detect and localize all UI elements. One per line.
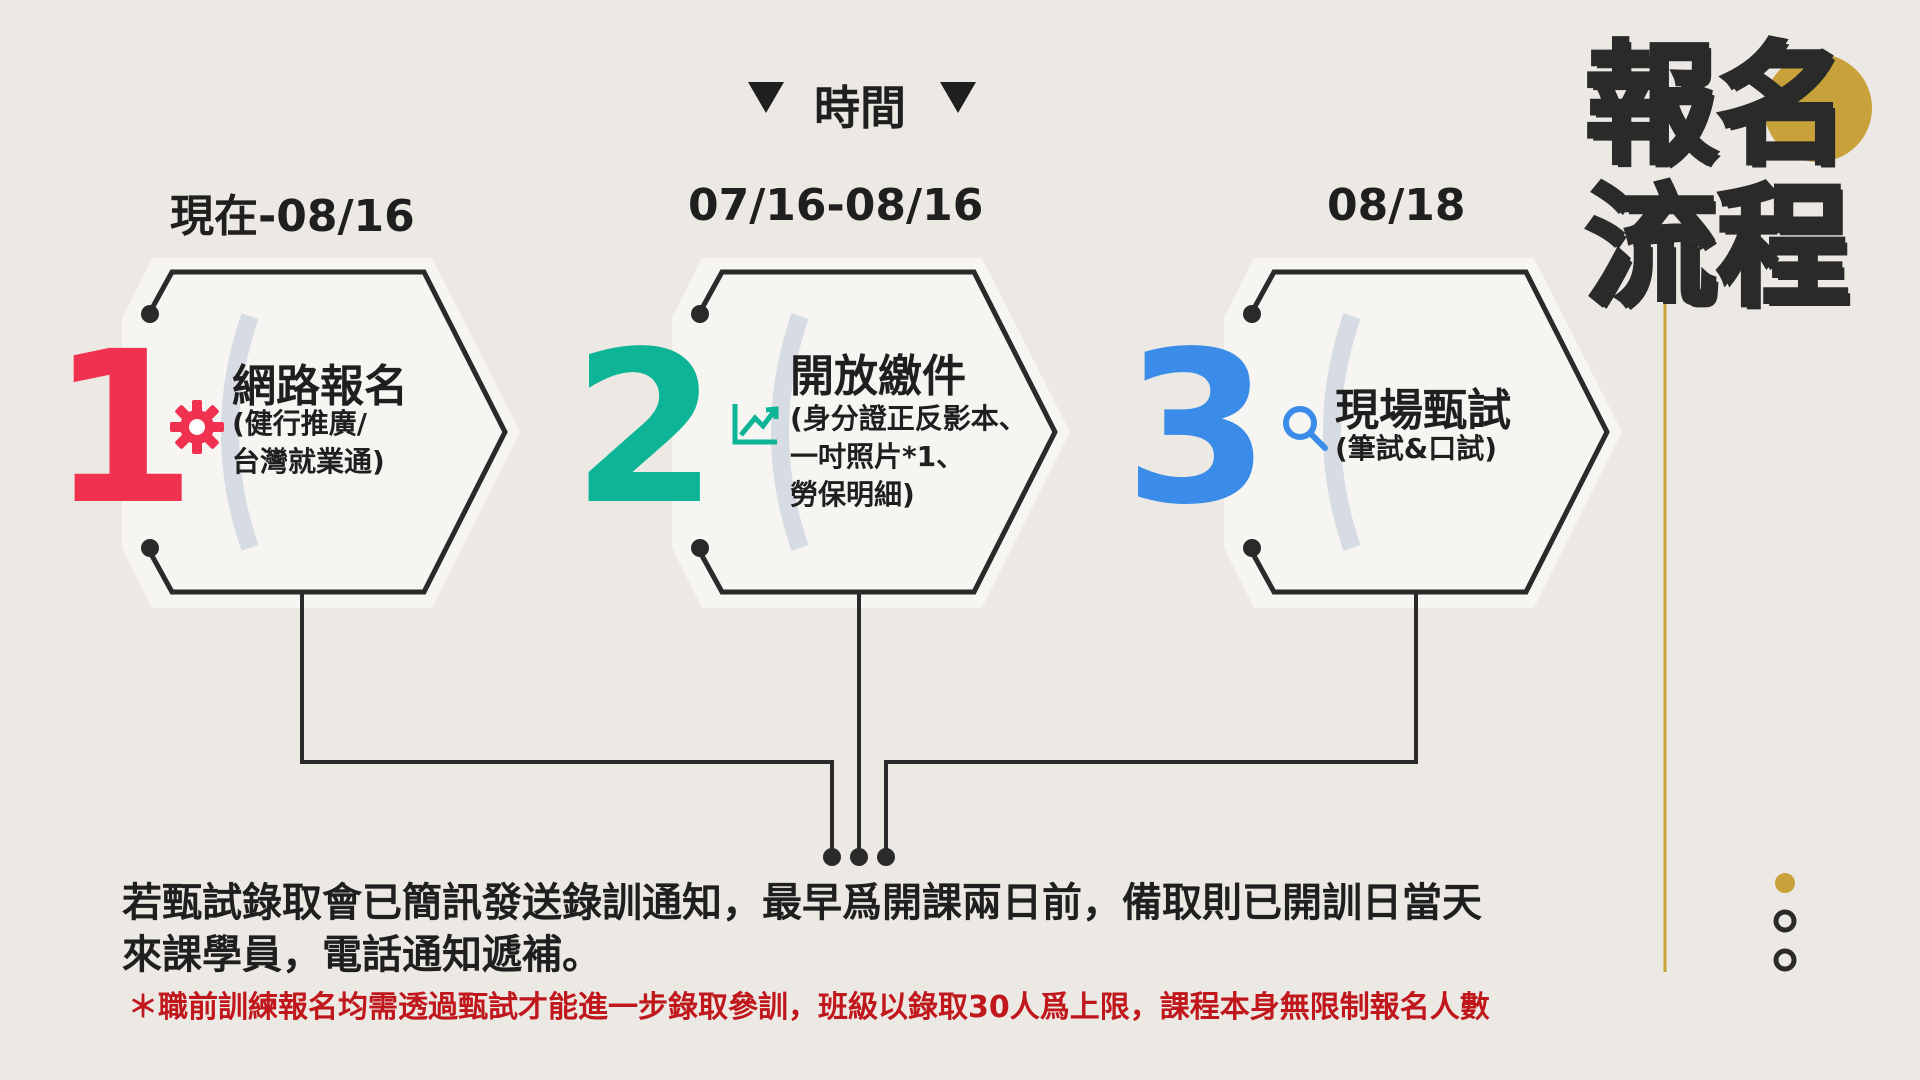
title-line-2: 流程 bbox=[1583, 171, 1851, 325]
arrow-down-icon-right bbox=[940, 82, 976, 113]
step-3-number: 3 bbox=[1124, 306, 1271, 551]
decorative-gold-circle bbox=[1764, 54, 1872, 162]
step-1-sub-2: 台灣就業通) bbox=[232, 445, 385, 478]
step-2-title: 開放繳件 bbox=[790, 351, 966, 402]
step-2-sub-2: 一吋照片*1、 bbox=[790, 440, 965, 473]
step-2-number: 2 bbox=[572, 306, 719, 551]
search-icon bbox=[1283, 406, 1328, 451]
hexagon-step-1 bbox=[122, 258, 520, 608]
step-1-sub-1: (健行推廣/ bbox=[232, 407, 368, 440]
dot-gold bbox=[1775, 873, 1795, 893]
step-3-date: 08/18 bbox=[1327, 180, 1466, 231]
connector-dot-1 bbox=[823, 848, 841, 866]
step-1-title: 網路報名 bbox=[232, 361, 408, 412]
step-3-title: 現場甄試 bbox=[1335, 385, 1511, 436]
hexagon-step-3 bbox=[1224, 258, 1622, 608]
step-2-date: 07/16-08/16 bbox=[688, 180, 984, 231]
step-3-sub-1: (筆試&口試) bbox=[1335, 432, 1498, 465]
dot-outline-2 bbox=[1773, 948, 1797, 972]
step-1-number: 1 bbox=[50, 306, 197, 551]
step-2-sub-3: 勞保明細) bbox=[790, 478, 915, 511]
dot-outline-1 bbox=[1773, 909, 1797, 933]
note-line-2: 來課學員，電話通知遞補。 bbox=[122, 932, 602, 978]
note-line-1: 若甄試錄取會已簡訊發送錄訓通知，最早爲開課兩日前，備取則已開訓日當天 bbox=[122, 880, 1482, 926]
connector-dot-3 bbox=[877, 848, 895, 866]
warning-note: ＊職前訓練報名均需透過甄試才能進一步錄取參訓，班級以錄取30人爲上限，課程本身無… bbox=[128, 990, 1490, 1025]
arrow-down-icon-left bbox=[748, 82, 784, 113]
gear-icon bbox=[170, 400, 224, 454]
step-2-sub-1: (身分證正反影本、 bbox=[790, 402, 1027, 435]
time-label: 時間 bbox=[814, 81, 906, 135]
step-1-date: 現在-08/16 bbox=[170, 191, 415, 242]
title-line-1: 報名 bbox=[1583, 29, 1851, 183]
page-title: 報名 流程 bbox=[1583, 29, 1851, 325]
trend-chart-icon bbox=[732, 404, 779, 445]
connector-dot-2 bbox=[850, 848, 868, 866]
connector-lines bbox=[300, 592, 1418, 856]
hexagon-step-2 bbox=[672, 258, 1070, 608]
